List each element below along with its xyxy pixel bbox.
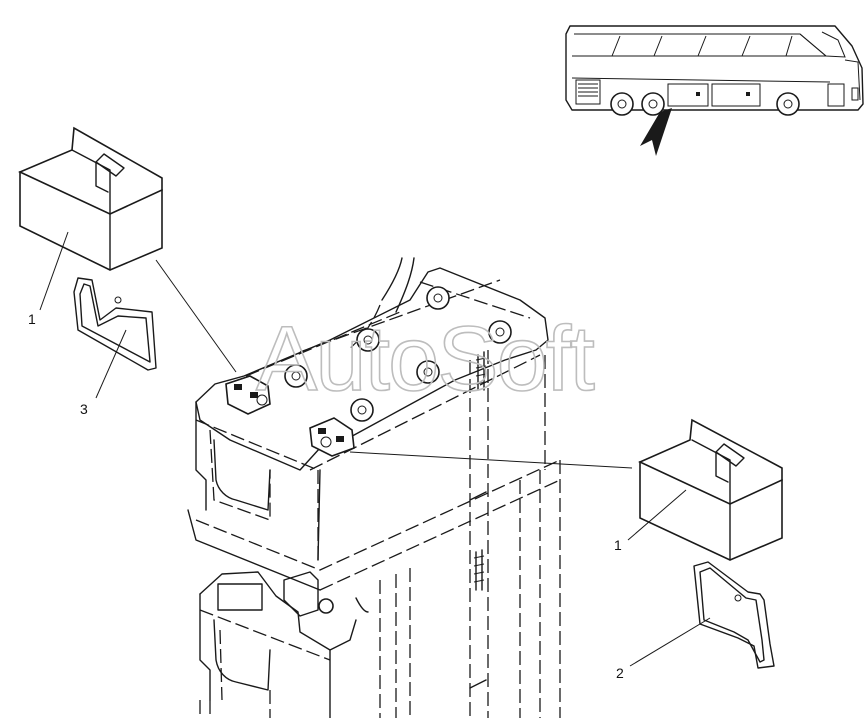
callout-1-right: 1 [614,537,622,553]
bus-locator-icon [565,25,864,116]
callout-3: 3 [80,401,88,417]
watermark: AutoSoft [256,308,594,410]
leader-lines [39,231,711,667]
battery-icon [187,257,561,718]
battery-terminal-right [309,417,355,457]
battery-terminal-left [225,375,271,415]
seal-gasket-icon [73,277,157,371]
callout-2: 2 [616,665,624,681]
terminal-cap-icon-right [638,418,783,561]
arrow-icon [640,108,672,156]
seal-gasket-icon-right [693,561,775,669]
callout-1-left: 1 [28,311,36,327]
terminal-cap-icon [18,126,163,271]
